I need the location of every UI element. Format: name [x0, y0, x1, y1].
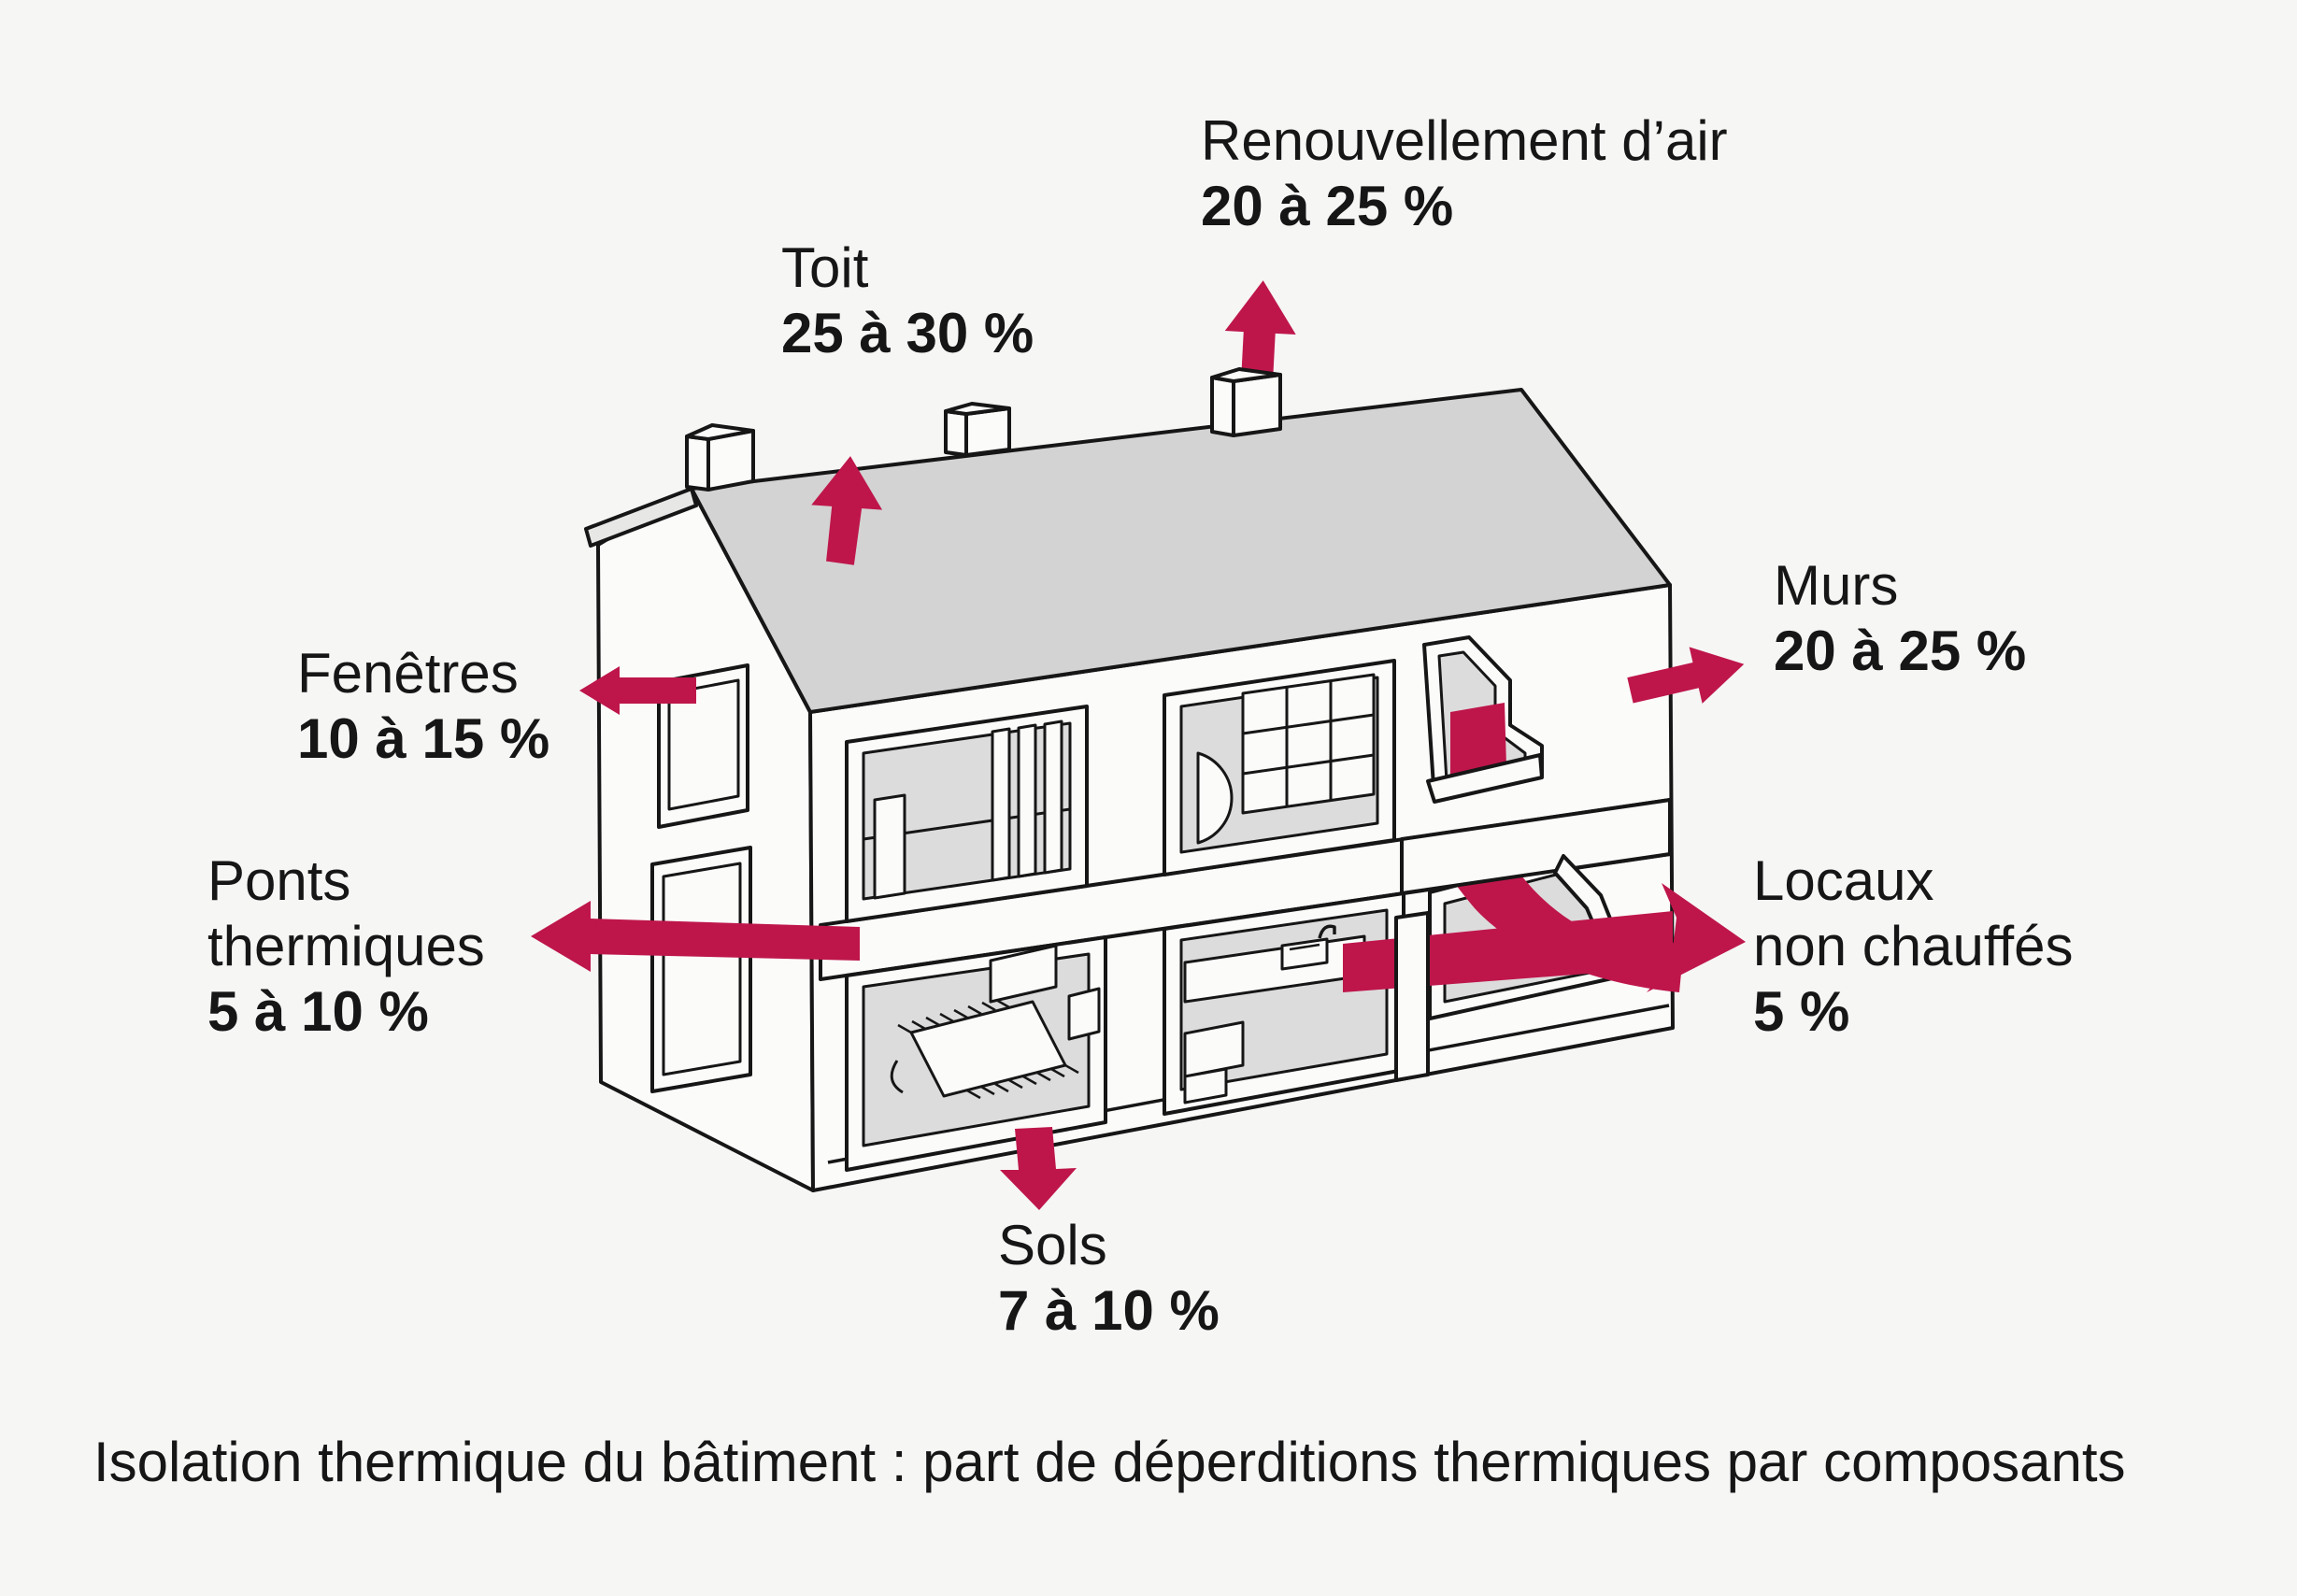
- label-renouvellement-value: 20 à 25 %: [1201, 175, 1454, 237]
- fenetres-arrow: [579, 666, 696, 715]
- room-upper-middle: [1163, 659, 1396, 876]
- rug-fringe: [897, 998, 1079, 1100]
- murs-arrow: [1627, 647, 1745, 704]
- toit-arrow: [811, 456, 883, 565]
- label-renouvellement-name: Renouvellement d’air: [1201, 109, 1728, 172]
- label-ponts-thermiques: Ponts thermiques 5 à 10 %: [207, 848, 485, 1045]
- label-ponts-value: 5 à 10 %: [207, 980, 429, 1043]
- label-sols-name: Sols: [998, 1214, 1107, 1276]
- label-toit-value: 25 à 30 %: [781, 302, 1034, 364]
- ponts-thermiques-arrow: [531, 901, 860, 972]
- post-over-band: [1394, 911, 1430, 1082]
- floor-slab-over-band: [1400, 798, 1672, 895]
- label-fenetres-value: 10 à 15 %: [297, 707, 550, 770]
- chimney-right: [1210, 367, 1282, 437]
- gable-window-lower: [650, 846, 752, 1093]
- chimney-middle: [944, 402, 1011, 457]
- label-locaux: Locaux non chauffés 5 %: [1753, 848, 2074, 1045]
- room-upper-left: [845, 705, 1089, 923]
- label-murs-value: 20 à 25 %: [1774, 620, 2027, 682]
- label-locaux-value: 5 %: [1753, 980, 1850, 1043]
- label-fenetres-name: Fenêtres: [297, 642, 519, 705]
- label-ponts-line2: thermiques: [207, 915, 485, 977]
- label-sols: Sols 7 à 10 %: [998, 1213, 1220, 1344]
- label-locaux-line1: Locaux: [1753, 849, 1934, 912]
- label-sols-value: 7 à 10 %: [998, 1279, 1220, 1342]
- house-structure: [584, 388, 1675, 1192]
- locaux-arrowhead: [1647, 883, 1746, 992]
- label-renouvellement: Renouvellement d’air 20 à 25 %: [1201, 108, 1728, 239]
- chimney-left: [685, 423, 755, 492]
- label-ponts-line1: Ponts: [207, 849, 351, 912]
- roof-overhang-board: [584, 487, 698, 548]
- label-toit-name: Toit: [781, 236, 869, 299]
- sols-arrow: [1000, 1127, 1077, 1210]
- label-murs: Murs 20 à 25 %: [1774, 553, 2026, 684]
- label-murs-name: Murs: [1774, 554, 1899, 617]
- caption: Isolation thermique du bâtiment : part d…: [93, 1431, 2126, 1493]
- upper-right-sill: [1426, 753, 1544, 804]
- room-lower-middle-kitchen: [1163, 891, 1405, 1116]
- label-locaux-line2: non chauffés: [1753, 915, 2074, 977]
- locaux-band-upper-patch: [1450, 703, 1506, 777]
- label-fenetres: Fenêtres 10 à 15 %: [297, 641, 549, 772]
- room-lower-left: [845, 935, 1107, 1172]
- gable-window-upper: [657, 663, 749, 829]
- label-toit: Toit 25 à 30 %: [781, 235, 1034, 366]
- faucet-icon: [1318, 924, 1336, 939]
